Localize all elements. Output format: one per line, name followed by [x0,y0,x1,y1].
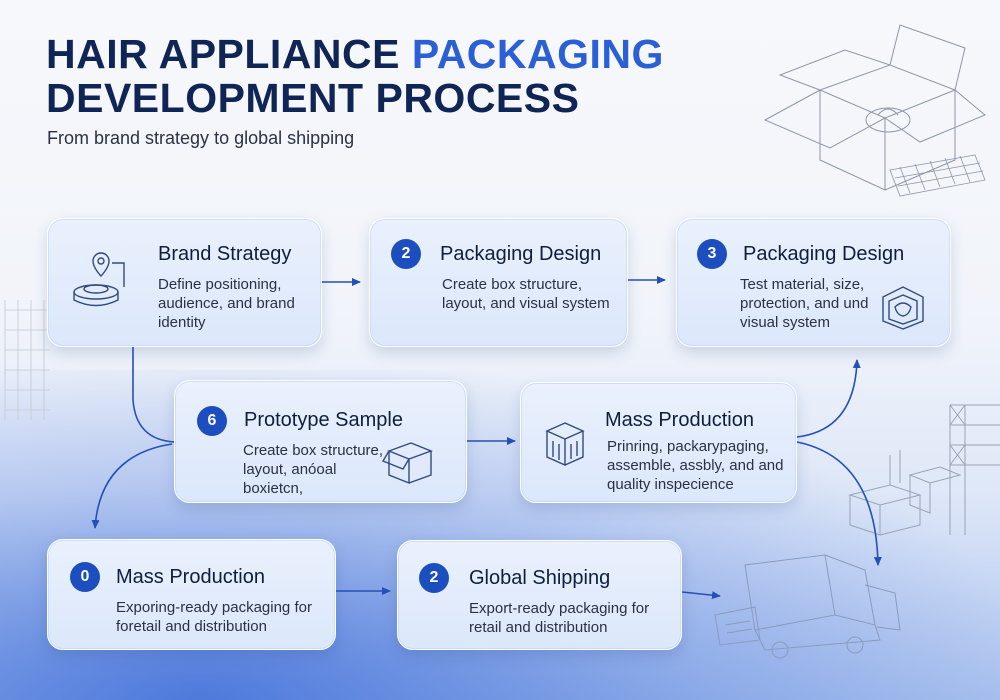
step-title: Brand Strategy [158,243,292,265]
step-title: Packaging Design [743,243,905,265]
title-accent: PACKAGING [411,31,664,77]
step-description: Create box structure, layout, and visual… [442,276,610,312]
factory-box-icon [545,422,585,467]
grid-pattern [4,300,50,420]
step-card-global-shipping[interactable]: 2 Global Shipping Export-ready packaging… [397,540,682,650]
step-number-badge: 0 [70,562,100,592]
step-title: Mass Production [116,566,265,588]
step-description: Define positioning, audience, and brand … [158,276,295,331]
step-card-mass-production-export[interactable]: 0 Mass Production Exporing-ready packagi… [47,539,336,650]
arrow-shipping-to-truck [681,591,721,600]
map-pin-podium-icon [73,252,125,307]
step-number-badge: 2 [419,563,449,593]
step-card-packaging-test[interactable]: 3 Packaging Design Test material, size, … [676,218,951,347]
step-number-badge: 2 [391,239,421,269]
step-number-badge: 3 [697,239,727,269]
truck-illustration [714,554,901,659]
step-description: Exporing-ready packaging for foretail an… [116,599,312,635]
arrow-1-to-6 [132,347,176,443]
title-line-2: DEVELOPMENT PROCESS [46,75,580,121]
step-card-packaging-design[interactable]: 2 Packaging Design Create box structure,… [369,218,628,347]
step-title: Prototype Sample [244,409,403,431]
step-card-brand-strategy[interactable]: Brand Strategy Define positioning, audie… [47,218,322,347]
arrow-6-to-left [91,443,173,529]
open-box-illustration [763,24,986,197]
step-title: Mass Production [605,409,754,431]
factory-illustration [848,404,1000,536]
step-card-prototype-sample[interactable]: 6 Prototype Sample Create box structure,… [174,380,467,503]
arrow-mass-to-3 [796,359,861,438]
step-description: Prinring, packarypaging, assemble, assbl… [607,438,784,493]
step-description: Create box structure, layout, anóoal box… [243,442,384,497]
step-description: Test material, size, protection, and und… [740,276,869,331]
open-box-icon [381,442,433,485]
page-title: HAIR APPLIANCE PACKAGING DEVELOPMENT PRO… [46,32,664,120]
arrow-mass-down [796,441,882,566]
page-subtitle: From brand strategy to global shipping [47,128,355,148]
step-number-badge: 6 [197,406,227,436]
step-card-mass-production[interactable]: Mass Production Prinring, packarypaging,… [520,382,797,503]
title-part-1: HAIR APPLIANCE [46,31,412,77]
step-description: Export-ready packaging for retail and di… [469,600,650,636]
step-title: Packaging Design [440,243,602,265]
step-title: Global Shipping [469,567,611,589]
packaged-product-icon [882,286,924,330]
